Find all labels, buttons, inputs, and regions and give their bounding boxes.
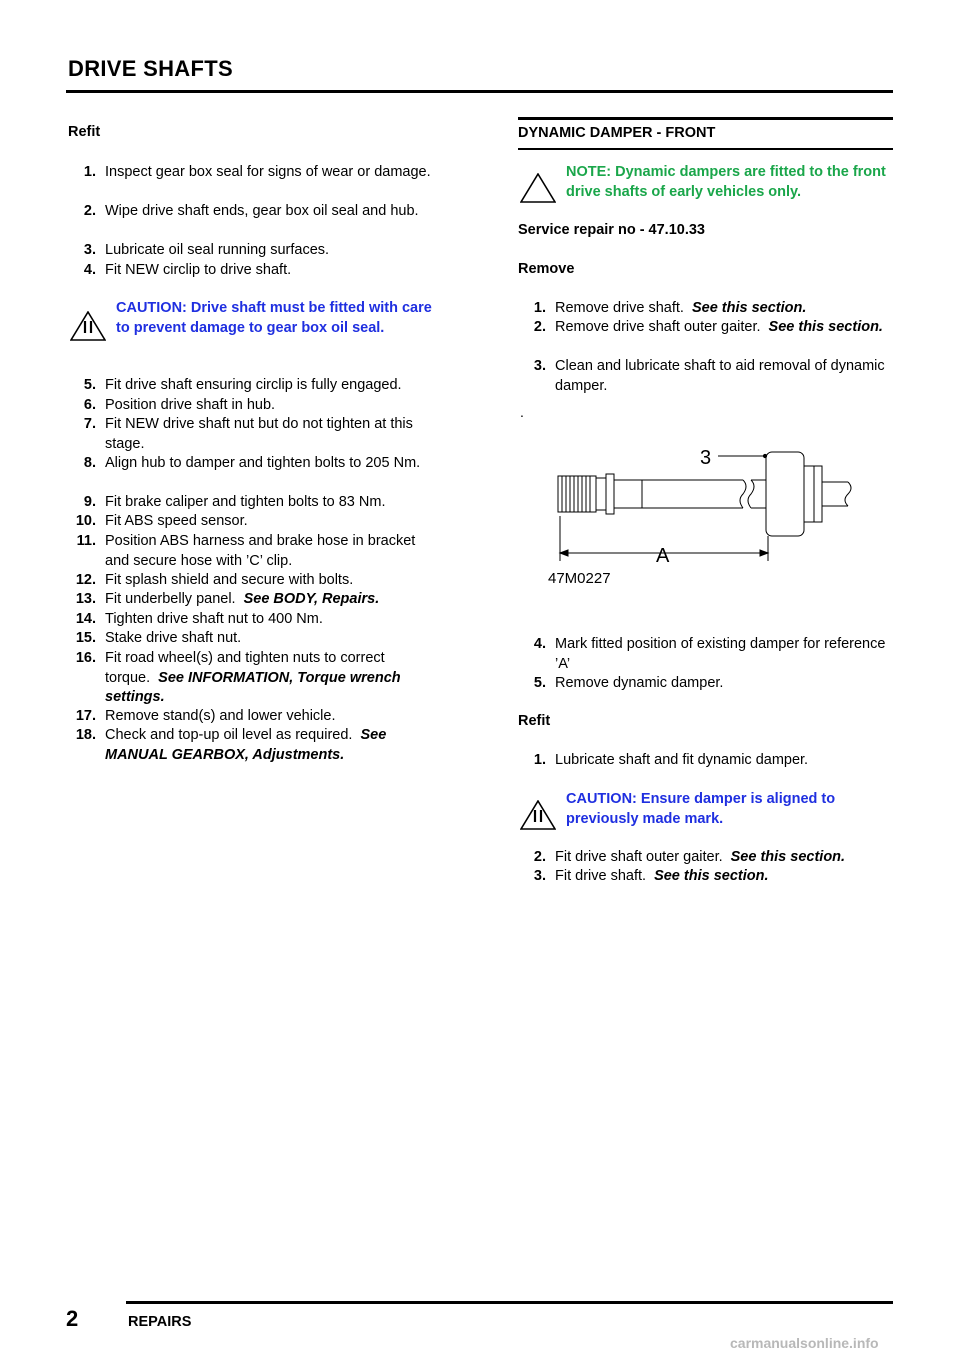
page-number: 2: [66, 1306, 79, 1331]
step-number: 7.: [83, 416, 96, 432]
step-number: 17.: [75, 708, 96, 724]
step-number: 3.: [533, 358, 546, 374]
step-number: 8.: [83, 455, 96, 471]
step-number: 9.: [83, 494, 96, 510]
note-triangle-icon: [520, 173, 556, 203]
step-number: 4.: [83, 262, 96, 278]
refit-heading-2: Refit: [518, 713, 551, 729]
step-text: Align hub to damper and tighten bolts to…: [105, 455, 421, 471]
service-repair-number: Service repair no - 47.10.33: [518, 222, 705, 238]
caution-warning-icon: [520, 800, 556, 830]
note-text: NOTE: Dynamic dampers are fitted to the …: [566, 164, 886, 200]
step-number: 10.: [75, 513, 96, 529]
drive-shaft-damper-figure: 3 A 47M0227: [548, 447, 852, 587]
step-text: Remove dynamic damper.: [555, 675, 724, 691]
cross-reference-link[interactable]: See this section.: [730, 849, 846, 865]
figure-code: 47M0227: [548, 570, 611, 587]
cross-reference-link[interactable]: See this section.: [654, 868, 769, 884]
caution-text: CAUTION: Ensure damper is aligned to pre…: [566, 791, 836, 827]
step-number: 3.: [533, 868, 546, 884]
step-text: Remove drive shaft outer gaiter.: [555, 319, 761, 335]
remove-heading: Remove: [518, 261, 575, 277]
refit-heading: Refit: [68, 124, 101, 140]
step-text: Tighten drive shaft nut to 400 Nm.: [105, 611, 323, 627]
caution-text: CAUTION: Drive shaft must be fitted with…: [116, 300, 432, 336]
step-text: Position drive shaft in hub.: [105, 397, 276, 413]
stray-dot: .: [520, 404, 524, 420]
step-text: Fit NEW circlip to drive shaft.: [105, 262, 292, 278]
step-text: Lubricate shaft and fit dynamic damper.: [555, 752, 809, 768]
footer-rule: [126, 1301, 893, 1304]
step-number: 18.: [75, 727, 96, 743]
step-text: Stake drive shaft nut.: [105, 630, 242, 646]
step-text: Fit underbelly panel.: [105, 591, 236, 607]
step-text: Fit NEW drive shaft nut but do not tight…: [105, 416, 413, 452]
step-number: 2.: [533, 849, 546, 865]
section-rule-top: [518, 117, 893, 120]
section-rule-bottom: [518, 148, 893, 150]
step-number: 4.: [533, 636, 546, 652]
step-text: Fit splash shield and secure with bolts.: [105, 572, 354, 588]
step-text: Fit road wheel(s) and tighten nuts to co…: [105, 650, 385, 686]
step-number: 1.: [533, 752, 546, 768]
step-number: 14.: [75, 611, 96, 627]
step-number: 5.: [83, 377, 96, 393]
watermark: carmanualsonline.info: [730, 1335, 879, 1351]
step-number: 1.: [83, 164, 96, 180]
step-text: Check and top-up oil level as required.: [105, 727, 353, 743]
cross-reference-link[interactable]: See MANUAL GEARBOX, Adjustments.: [105, 727, 387, 763]
cross-reference-link[interactable]: See BODY, Repairs.: [243, 591, 380, 607]
step-text: Lubricate oil seal running surfaces.: [105, 242, 330, 258]
cross-reference-link[interactable]: See this section.: [691, 300, 807, 316]
step-number: 2.: [533, 319, 546, 335]
step-number: 13.: [75, 591, 96, 607]
step-text: Clean and lubricate shaft to aid removal…: [555, 358, 885, 394]
step-text: Inspect gear box seal for signs of wear …: [105, 164, 431, 180]
footer-section-label: REPAIRS: [128, 1314, 192, 1330]
step-text: Remove stand(s) and lower vehicle.: [105, 708, 336, 724]
step-number: 3.: [83, 242, 96, 258]
step-text: Mark fitted position of existing damper …: [555, 636, 886, 672]
step-number: 1.: [533, 300, 546, 316]
callout-a-label: A: [656, 545, 670, 567]
step-text: Remove drive shaft.: [555, 300, 684, 316]
caution-warning-icon: [70, 311, 106, 341]
step-text: Wipe drive shaft ends, gear box oil seal…: [105, 203, 419, 219]
step-number: 2.: [83, 203, 96, 219]
step-text: Fit ABS speed sensor.: [105, 513, 248, 529]
step-text: Fit drive shaft.: [555, 868, 647, 884]
step-number: 11.: [76, 533, 96, 549]
step-text: Fit drive shaft outer gaiter.: [555, 849, 723, 865]
cross-reference-link[interactable]: See INFORMATION, Torque wrench settings.: [105, 669, 401, 706]
step-number: 16.: [75, 650, 96, 666]
step-text: Fit drive shaft ensuring circlip is full…: [105, 377, 402, 393]
step-number: 12.: [75, 572, 96, 588]
step-text: Fit brake caliper and tighten bolts to 8…: [105, 494, 386, 510]
step-number: 6.: [83, 397, 96, 413]
header-rule: [66, 90, 893, 93]
section-title: DYNAMIC DAMPER - FRONT: [518, 125, 716, 141]
step-number: 5.: [533, 675, 546, 691]
step-number: 15.: [75, 630, 96, 646]
callout-3-label: 3: [700, 447, 711, 469]
page-header-title: DRIVE SHAFTS: [68, 56, 233, 81]
step-text: Position ABS harness and brake hose in b…: [105, 533, 416, 569]
cross-reference-link[interactable]: See this section.: [768, 319, 883, 335]
